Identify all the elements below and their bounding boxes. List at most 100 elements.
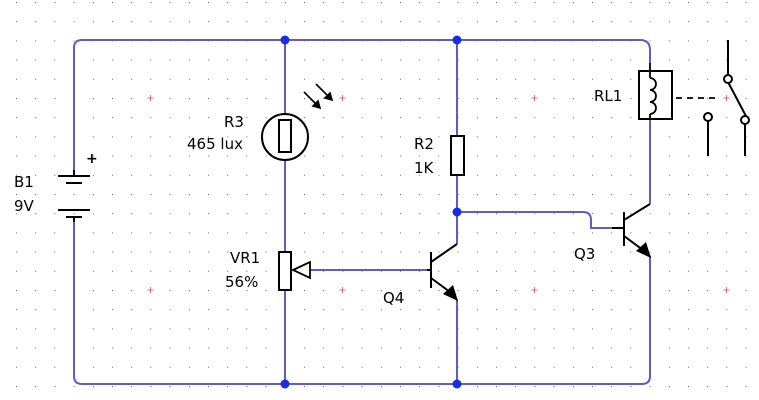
grid-dot xyxy=(649,232,651,234)
grid-dot xyxy=(745,155,747,157)
grid-dot xyxy=(688,40,689,42)
grid-dot xyxy=(688,270,689,272)
grid-dot xyxy=(304,117,305,119)
grid-dot xyxy=(688,347,689,349)
grid-dot xyxy=(54,347,56,349)
grid-dot xyxy=(707,386,709,387)
grid-dot xyxy=(54,270,56,272)
grid-dot xyxy=(380,194,382,195)
grid-dot xyxy=(649,40,651,42)
grid-dot xyxy=(208,347,209,349)
grid-dot xyxy=(169,232,171,234)
grid-dot xyxy=(688,117,689,119)
grid-dot xyxy=(611,290,613,291)
grid-dot xyxy=(496,232,497,234)
grid-dot xyxy=(476,174,478,176)
grid-dot xyxy=(54,174,56,176)
grid-cross xyxy=(531,287,538,293)
grid-dot xyxy=(361,155,363,157)
grid-dot xyxy=(476,136,478,138)
grid-dot xyxy=(611,98,613,99)
grid-dot xyxy=(707,328,709,330)
grid-dot xyxy=(649,251,651,253)
grid-dot xyxy=(112,155,113,157)
grid-dot xyxy=(342,309,344,311)
grid-dot xyxy=(208,386,209,387)
grid-dot xyxy=(131,309,133,311)
grid-dot xyxy=(630,366,632,368)
wires xyxy=(73,39,651,385)
grid-dot xyxy=(630,98,632,99)
grid-dot xyxy=(380,117,382,119)
grid-dot xyxy=(227,251,229,253)
grid-dot xyxy=(361,232,363,234)
grid-dot xyxy=(419,117,421,119)
grid-dot xyxy=(323,232,325,234)
grid-dot xyxy=(496,78,497,80)
grid-dot xyxy=(246,78,248,80)
grid-dot xyxy=(611,251,613,253)
grid-dot xyxy=(246,290,248,291)
grid-dot xyxy=(745,136,747,138)
grid-dot xyxy=(726,309,728,311)
grid-dot xyxy=(419,213,421,215)
grid-dot xyxy=(400,251,401,253)
grid-dot xyxy=(380,347,382,349)
grid-dot xyxy=(361,78,363,80)
grid xyxy=(16,2,747,387)
grid-dot xyxy=(476,117,478,119)
grid-dot xyxy=(150,213,152,215)
grid-dot xyxy=(630,59,632,61)
grid-dot xyxy=(150,232,152,234)
grid-dot xyxy=(361,59,363,61)
grid-dot xyxy=(592,59,593,61)
grid-dot xyxy=(553,251,555,253)
grid-dot xyxy=(496,347,497,349)
grid-dot xyxy=(726,366,728,368)
grid-dot xyxy=(630,290,632,291)
grid-dot xyxy=(54,155,56,157)
grid-dot xyxy=(112,270,113,272)
grid-dot xyxy=(304,78,305,80)
grid-dot xyxy=(745,386,747,387)
grid-dot xyxy=(630,2,632,3)
grid-dot xyxy=(169,174,171,176)
grid-dot xyxy=(169,386,171,387)
grid-dot xyxy=(112,117,113,119)
grid-dot xyxy=(400,117,401,119)
grid-dot xyxy=(400,347,401,349)
grid-dot xyxy=(534,270,536,272)
grid-dot xyxy=(188,232,190,234)
grid-dot xyxy=(553,290,555,291)
grid-dot xyxy=(572,386,574,387)
grid-dot xyxy=(208,290,209,291)
grid-dot xyxy=(496,251,497,253)
grid-dot xyxy=(35,98,37,99)
grid-dot xyxy=(534,213,536,215)
grid-dot xyxy=(112,194,113,195)
grid-dot xyxy=(304,290,305,291)
grid-dot xyxy=(16,328,17,330)
grid-dot xyxy=(515,251,517,253)
grid-dot xyxy=(668,386,670,387)
grid-dot xyxy=(227,136,229,138)
grid-dot xyxy=(92,232,94,234)
grid-dot xyxy=(188,251,190,253)
grid-dot xyxy=(92,328,94,330)
grid-dot xyxy=(707,194,709,195)
grid-dot xyxy=(707,59,709,61)
grid-dot xyxy=(131,117,133,119)
grid-dot xyxy=(611,386,613,387)
grid-dot xyxy=(534,251,536,253)
grid-dot xyxy=(188,98,190,99)
grid-dot xyxy=(745,213,747,215)
grid-dot xyxy=(419,2,421,3)
grid-dot xyxy=(16,78,17,80)
grid-dot xyxy=(553,117,555,119)
grid-dot xyxy=(131,136,133,138)
grid-dot xyxy=(611,347,613,349)
grid-cross xyxy=(723,287,730,293)
grid-dot xyxy=(611,328,613,330)
grid-dot xyxy=(304,232,305,234)
grid-dot xyxy=(515,98,517,99)
